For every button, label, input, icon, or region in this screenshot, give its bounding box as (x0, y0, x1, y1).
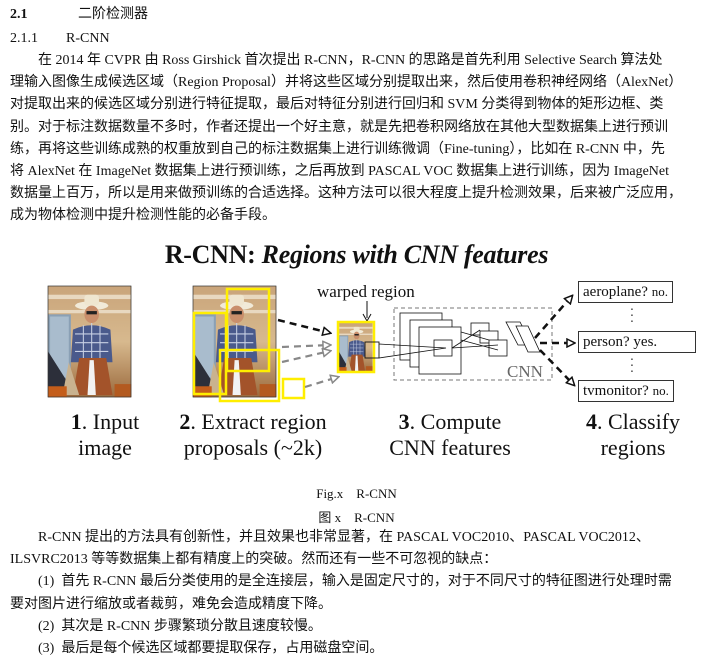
class-answer: no. (651, 284, 668, 299)
warped-region-label: warped region (317, 282, 415, 301)
class-name: aeroplane? (583, 284, 648, 300)
drawback-item-3: (3) 最后是每个候选区域都要提取保存，占用磁盘空间。 (38, 641, 384, 657)
class-answer: yes. (633, 334, 658, 350)
class-answer: no. (652, 383, 669, 398)
class-output-tvmonitor: tvmonitor? no. (578, 380, 674, 402)
class-output-aeroplane: aeroplane? no. (578, 281, 673, 303)
figure-title-bold: R-CNN: (164, 240, 262, 269)
paragraph-line: 练，再将这些训练成熟的权重放到自己的标注数据集上进行训练微调（Fine-tuni… (10, 141, 665, 157)
ellipsis-icon: ··· (629, 303, 635, 330)
paragraph-line: 对提取出来的候选区域分别进行特征提取，最后对特征分别进行回归和 SVM 分类得到… (10, 97, 664, 113)
paragraph-line: 成为物体检测中提升检测性能的必备手段。 (10, 208, 276, 224)
class-name: person? (583, 334, 630, 350)
input-image (47, 285, 132, 398)
paragraph-line: 将 AlexNet 在 ImageNet 数据集上进行预训练，之后再放到 PAS… (10, 164, 669, 180)
arrow-icon (534, 296, 572, 339)
ellipsis-icon: ··· (629, 353, 635, 380)
paragraph-line: R-CNN 提出的方法具有创新性，并且效果也非常显著，在 PASCAL VOC2… (38, 530, 650, 545)
paragraph-drawbacks-intro: R-CNN 提出的方法具有创新性，并且效果也非常显著，在 PASCAL VOC2… (10, 527, 710, 660)
arrow-icon (304, 377, 338, 389)
subsection-title: R-CNN (66, 31, 110, 46)
drawback-item-2: (2) 其次是 R-CNN 步骤繁琐分散且速度较慢。 (38, 618, 322, 634)
warped-region-image (336, 320, 380, 374)
paragraph-line: ILSVRC2013 等等数据集上都有精度上的突破。然而还有一些不可忽视的缺点： (10, 552, 498, 568)
section-heading: 2.1 二阶检测器 (10, 3, 148, 23)
rcnn-pipeline-diagram: warped region CNN (47, 282, 713, 403)
paragraph-line: 在 2014 年 CVPR 由 Ross Girshick 首次提出 R-CNN… (38, 53, 663, 68)
class-output-person: person? yes. (578, 331, 696, 353)
class-name: tvmonitor? (583, 383, 649, 399)
drawback-item-1-cont: 要对图片进行缩放或者裁剪，难免会造成精度下降。 (10, 596, 332, 612)
proposal-box (192, 311, 228, 396)
arrow-icon (281, 351, 330, 364)
figure-caption-en: Fig.x R-CNN (316, 486, 397, 501)
proposal-box (281, 377, 306, 400)
paragraph-line: 数据量上百万，所以是用来做预训练的合适选择。这种方法可以很大程度上提升检测效果，… (10, 186, 682, 202)
arrow-icon (281, 345, 330, 347)
subsection-number: 2.1.1 (10, 31, 38, 46)
section-number: 2.1 (10, 7, 28, 22)
figure-caption-zh: 图 x R-CNN (318, 510, 395, 525)
proposal-box (218, 348, 281, 403)
subsection-heading: 2.1.1 R-CNN (10, 31, 110, 47)
paragraph-line: 别。对于标注数据数量不多时，作者还提出一个好主意，就是先把卷积网络放在其他大型数… (10, 119, 668, 135)
drawback-item-1: (1) 首先 R-CNN 最后分类使用的是全连接层，输入是固定尺寸的，对于不同尺… (38, 574, 672, 590)
paragraph-line: 理输入图像生成候选区域（Region Proposal）并将这些区域分别提取出来… (10, 75, 683, 91)
cnn-block: CNN (378, 307, 553, 381)
figure-title: R-CNN: Regions with CNN features (0, 240, 713, 270)
paragraph-intro: 在 2014 年 CVPR 由 Ross Girshick 首次提出 R-CNN… (10, 50, 710, 228)
proposals-image (192, 285, 306, 403)
arrow-icon (277, 318, 330, 333)
figure-title-italic: Regions with CNN features (261, 240, 549, 269)
cnn-label: CNN (507, 362, 543, 381)
section-title: 二阶检测器 (78, 7, 148, 22)
arrow-icon (539, 349, 574, 385)
